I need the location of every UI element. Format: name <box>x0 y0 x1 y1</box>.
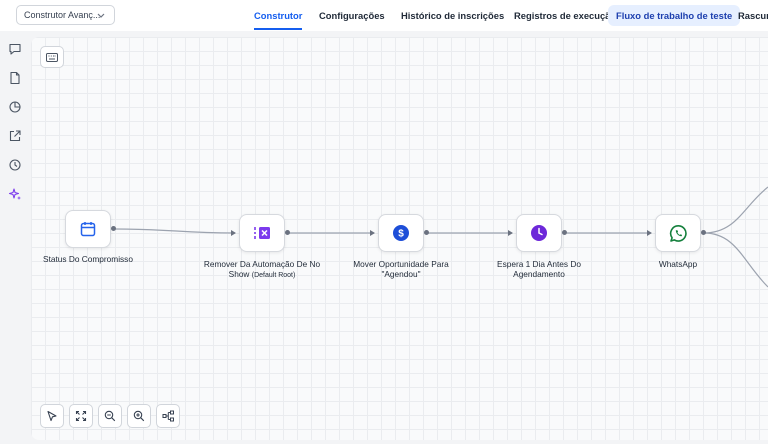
history-icon[interactable] <box>8 158 22 172</box>
left-sidebar <box>0 31 30 444</box>
node-label: Status Do Compromisso <box>43 254 133 264</box>
remove-automation-icon <box>254 227 270 239</box>
node-label: WhatsApp <box>658 259 698 269</box>
dollar-icon: $ <box>393 225 409 241</box>
edge-1 <box>114 228 236 234</box>
tab-rascunho[interactable]: Rascunho <box>738 10 768 21</box>
node-appointment-status[interactable] <box>65 210 111 248</box>
fit-view-icon <box>75 410 87 422</box>
keyboard-icon <box>46 52 58 62</box>
edge-5-down <box>703 232 768 288</box>
zoom-out-button[interactable] <box>98 404 122 428</box>
top-bar: Construtor Avanç... Construtor Configura… <box>0 0 768 31</box>
tab-registros[interactable]: Registros de execução <box>514 10 617 21</box>
builder-mode-value: Construtor Avanç... <box>24 10 101 20</box>
edge-2-arrow <box>370 230 375 236</box>
sparkles-icon[interactable] <box>8 187 22 201</box>
builder-mode-select[interactable]: Construtor Avanç... <box>16 5 115 25</box>
node-move-opportunity[interactable]: $ <box>378 214 424 252</box>
workflow-edges <box>114 186 768 288</box>
edge-3-arrow <box>508 230 513 236</box>
pointer-tool-button[interactable] <box>40 404 64 428</box>
node-label: Espera 1 Dia Antes Do Agendamento <box>497 259 581 279</box>
auto-layout-icon <box>162 410 174 422</box>
connector-out[interactable] <box>424 230 429 235</box>
connector-out[interactable] <box>285 230 290 235</box>
tab-fluxo-teste[interactable]: Fluxo de trabalho de teste <box>608 5 741 26</box>
tab-construtor[interactable]: Construtor <box>254 0 303 31</box>
pointer-icon <box>47 410 57 422</box>
zoom-out-icon <box>104 410 116 422</box>
edge-4-arrow <box>647 230 652 236</box>
edge-5-up <box>703 186 768 234</box>
node-label: Mover Oportunidade Para "Agendou" <box>353 259 449 279</box>
node-wait[interactable] <box>516 214 562 252</box>
node-label: Remover Da Automação De No Show (Default… <box>202 259 322 281</box>
connector-out[interactable] <box>701 230 706 235</box>
chevron-down-icon <box>97 13 105 18</box>
auto-layout-button[interactable] <box>156 404 180 428</box>
connector-out[interactable] <box>111 226 116 231</box>
chat-icon[interactable] <box>8 42 22 56</box>
keyboard-shortcuts-button[interactable] <box>40 46 64 68</box>
pie-chart-icon[interactable] <box>8 100 22 114</box>
node-remove-automation[interactable] <box>239 214 285 252</box>
external-link-icon[interactable] <box>8 129 22 143</box>
connector-out[interactable] <box>562 230 567 235</box>
calendar-icon <box>80 222 96 237</box>
tab-configuracoes[interactable]: Configurações <box>319 10 385 21</box>
zoom-in-button[interactable] <box>127 404 151 428</box>
whatsapp-icon <box>669 224 687 242</box>
zoom-in-icon <box>133 410 145 422</box>
node-label-text: Remover Da Automação De No Show <box>203 259 321 279</box>
clock-icon <box>531 225 547 241</box>
node-whatsapp[interactable] <box>655 214 701 252</box>
svg-text:$: $ <box>398 229 404 240</box>
document-icon[interactable] <box>8 71 22 85</box>
node-label-sub: (Default Root) <box>251 272 296 279</box>
tab-historico[interactable]: Histórico de inscrições <box>401 10 505 21</box>
fit-view-button[interactable] <box>69 404 93 428</box>
workflow-canvas[interactable]: Status Do Compromisso Remover Da Automaç… <box>31 37 768 440</box>
edge-1-arrow <box>231 230 236 236</box>
